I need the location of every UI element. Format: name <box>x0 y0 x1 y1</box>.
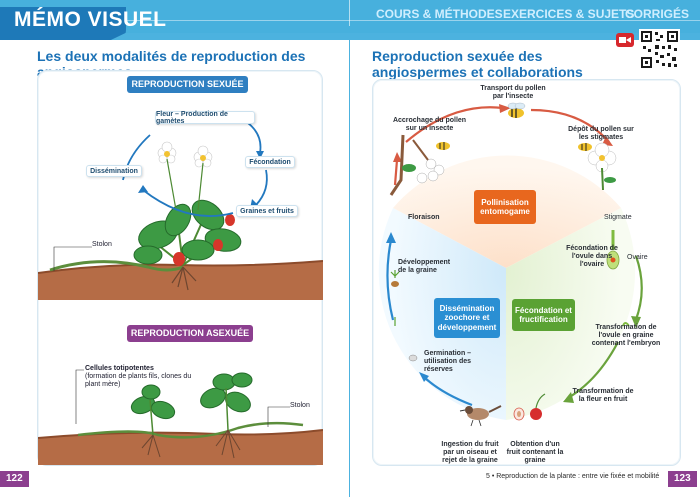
cellules-pointer <box>75 369 84 424</box>
nav-divider <box>349 0 350 26</box>
step-developpement: Développement de la graine <box>398 259 451 274</box>
page-number-right: 123 <box>668 471 697 487</box>
step-ingestion: Ingestion du fruit par un oiseau et reje… <box>441 441 499 464</box>
step-floraison: Floraison <box>408 214 440 221</box>
nav-exercices[interactable]: EXERCICES & SUJETS <box>503 7 635 21</box>
flower-icon-right <box>578 142 617 191</box>
bird-icon <box>459 405 502 427</box>
step-transformation-fleur: Transformation de la fleur en fruit <box>572 388 634 403</box>
cellules-rest: (formation de plants fils, clones du pla… <box>85 373 192 389</box>
box-dissemination: Dissémination zoochore et développement <box>434 298 500 338</box>
cellules-bold: Cellules totipotentes <box>85 365 154 372</box>
runner-plants-illustration <box>38 372 323 465</box>
label-graines: Graines et fruits <box>236 205 298 217</box>
memo-tab <box>0 7 126 40</box>
stolon-pointer-bottom <box>267 406 290 427</box>
sexual-reproduction-pill: REPRODUCTION SEXUÉE <box>127 76 248 93</box>
step-depot: Dépôt du pollen sur les stigmates <box>568 126 634 141</box>
strawberry-plant-illustration <box>38 122 323 300</box>
box-fecondation: Fécondation et fructification <box>512 299 575 331</box>
label-stolon-bottom: Stolon <box>290 402 310 409</box>
video-icon[interactable] <box>616 33 634 47</box>
label-fleur: Fleur – Production de gamètes <box>155 111 255 125</box>
qr-code-icon[interactable] <box>639 29 680 70</box>
label-stolon-top: Stolon <box>92 241 112 248</box>
step-transport: Transport du pollen par l'insecte <box>480 85 546 100</box>
step-stigmate: Stigmate <box>604 214 632 221</box>
step-germination: Germination – utilisation des réserves <box>424 350 472 373</box>
strawberry-fruits <box>173 214 235 266</box>
cellules-totipotentes-note: Cellules totipotentes (formation de plan… <box>85 365 195 389</box>
memo-title: MÉMO VISUEL <box>14 8 167 31</box>
flower-icon <box>157 141 213 211</box>
top-band-line <box>0 20 700 21</box>
cherry-icon <box>513 393 546 421</box>
label-fecondation: Fécondation <box>245 156 295 168</box>
label-dissemination: Dissémination <box>86 165 142 177</box>
step-ovaire: Ovaire <box>627 254 648 261</box>
stolon-line <box>49 260 184 272</box>
step-accrochage: Accrochage du pollen sur un insecte <box>392 117 467 132</box>
nav-cours[interactable]: COURS & MÉTHODES <box>376 7 503 21</box>
chapter-footer: 5 • Reproduction de la plante : entre vi… <box>486 473 660 480</box>
page-number-left: 122 <box>0 471 29 487</box>
step-fecondation-ovule: Fécondation de l'ovule dans l'ovaire <box>566 245 618 268</box>
step-transformation-ovule: Transformation de l'ovule en graine cont… <box>591 324 661 347</box>
bee-icon <box>507 102 526 118</box>
nav-corriges[interactable]: CORRIGÉS <box>625 7 690 21</box>
stolon-pointer-top <box>53 246 92 271</box>
asexual-reproduction-pill: REPRODUCTION ASEXUÉE <box>127 325 253 342</box>
step-obtention: Obtention d'un fruit contenant la graine <box>506 441 564 464</box>
box-pollinisation: Pollinisation entomogame <box>474 190 536 224</box>
